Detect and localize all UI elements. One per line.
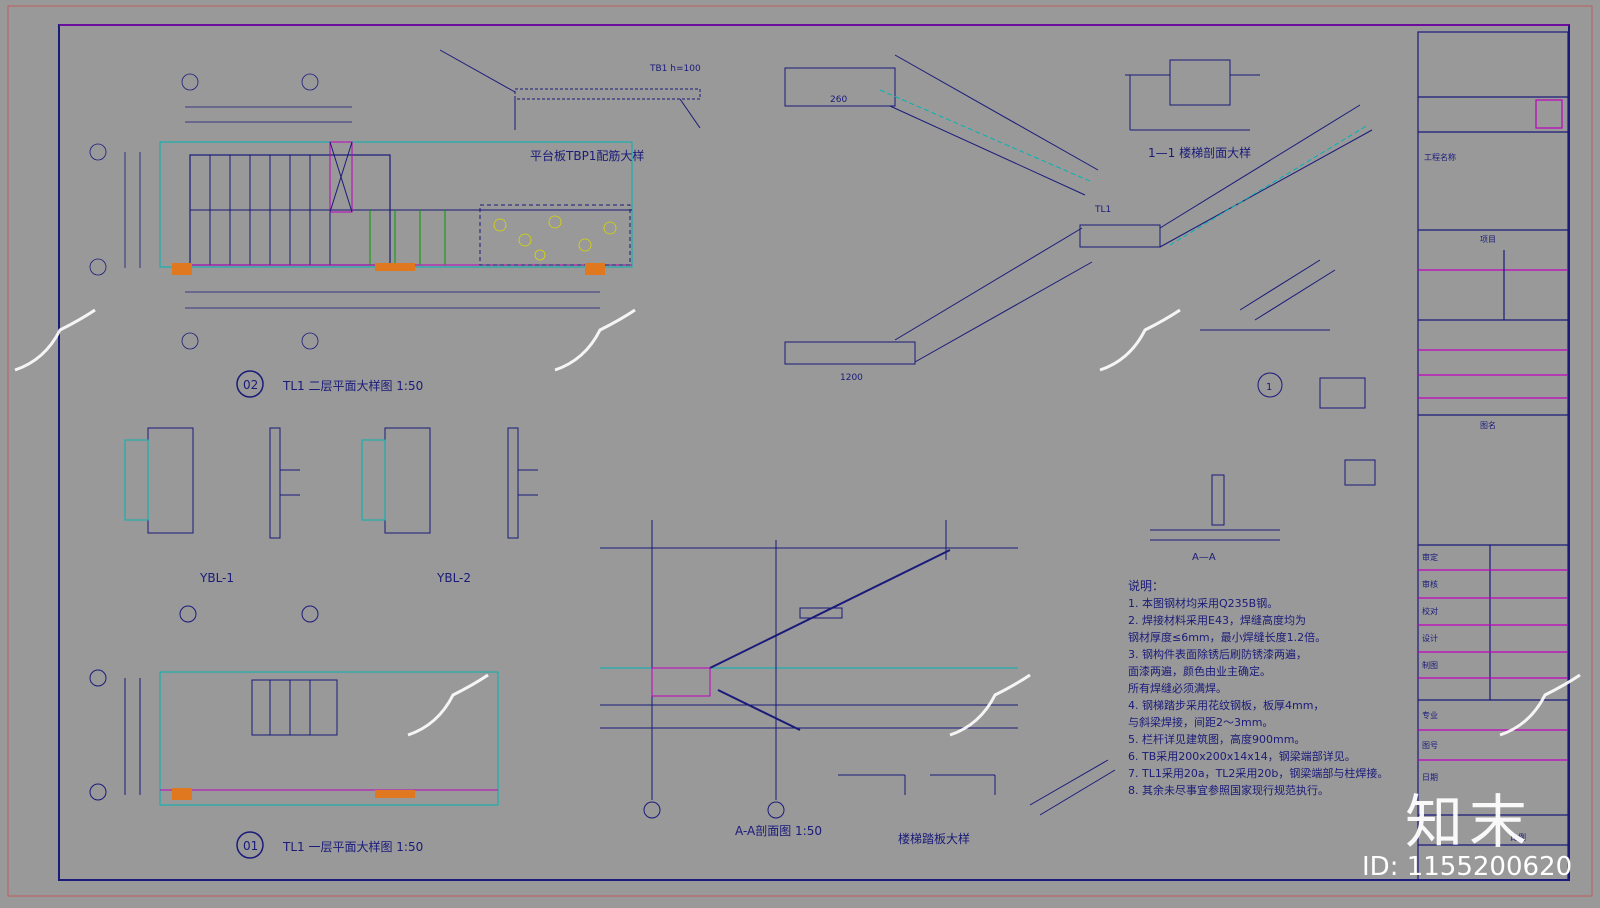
tb-cell: 审核 <box>1422 579 1438 589</box>
elevation-title: A-A剖面图 1:50 <box>735 824 822 838</box>
plan-lower-title: TL1 一层平面大样图 1:50 <box>282 839 423 854</box>
tb-cell: 图名 <box>1480 420 1496 430</box>
tb-cell: 工程名称 <box>1424 152 1456 162</box>
plan-lower-bubble: 01 <box>243 839 258 853</box>
tb-cell: 专业 <box>1422 710 1438 720</box>
stringer-lower: 1200 TL1 <box>784 104 1373 383</box>
tb-cell: 比例 <box>1510 832 1526 842</box>
tb-cell: 日期 <box>1422 773 1438 782</box>
dim-1200: 1200 <box>840 373 863 383</box>
section-1-1-title: 1—1 楼梯剖面大样 <box>1148 145 1251 160</box>
note-line: 与斜梁焊接，间距2～3mm。 <box>1128 715 1273 729</box>
ybl1-label: YBL-1 <box>199 571 234 585</box>
tread-detail: 楼梯踏板大样 <box>838 759 1116 846</box>
tl1-label: TL1 <box>1094 205 1111 215</box>
notes-heading: 说明： <box>1128 578 1164 593</box>
stringer-upper: 260 <box>784 54 1099 196</box>
slab-text: TB1 h=100 <box>649 64 701 74</box>
note-line: 4. 钢梯踏步采用花纹钢板，板厚4mm， <box>1128 698 1324 712</box>
tb-cell: 项目 <box>1480 235 1496 244</box>
note-line: 1. 本图钢材均采用Q235B钢。 <box>1128 596 1278 610</box>
tb-cell: 审定 <box>1422 552 1438 562</box>
tread-detail-title: 楼梯踏板大样 <box>898 831 970 846</box>
title-block-labels: 工程名称 项目 图名 审定 审核 校对 设计 制图 专业 图号 日期 比例 <box>1422 152 1526 842</box>
note-line: 7. TL1采用20a，TL2采用20b，钢梁端部与柱焊接。 <box>1128 766 1388 780</box>
note-line: 面漆两遍，颜色由业主确定。 <box>1128 664 1271 678</box>
stair-elevation: A-A剖面图 1:50 <box>600 520 1018 838</box>
plan-lower: 01 TL1 一层平面大样图 1:50 <box>89 605 499 859</box>
platform-slab-detail: TB1 h=100 平台板TBP1配筋大样 <box>439 49 701 163</box>
plan-upper-title: TL1 二层平面大样图 1:50 <box>282 378 423 393</box>
outer-frame <box>7 5 1593 897</box>
general-notes: 说明： 1. 本图钢材均采用Q235B钢。 2. 焊接材料采用E43，焊缝高度均… <box>1128 578 1388 797</box>
plan-upper-bubble: 02 <box>243 378 258 392</box>
section-aa-title: A—A <box>1192 552 1216 563</box>
tb-cell: 制图 <box>1422 660 1438 670</box>
joint-detail-1: 1 <box>1200 259 1376 486</box>
section-a-a: A—A <box>1150 474 1280 563</box>
tb-cell: 图号 <box>1422 741 1438 750</box>
ybl2-label: YBL-2 <box>436 571 471 585</box>
image-id-text: ID: 1155200620 <box>1362 852 1573 882</box>
note-line: 5. 栏杆详见建筑图，高度900mm。 <box>1128 732 1305 746</box>
slab-detail-title: 平台板TBP1配筋大样 <box>530 148 644 163</box>
note-line: 2. 焊接材料采用E43，焊缝高度均为 <box>1128 613 1306 627</box>
tb-cell: 校对 <box>1422 606 1438 616</box>
embed-plates: YBL-1 YBL-2 <box>124 427 538 585</box>
note-line: 3. 钢构件表面除锈后刷防锈漆两遍， <box>1128 647 1307 661</box>
brand-watermark: 知末 <box>1405 788 1534 856</box>
dim-260: 260 <box>830 95 847 105</box>
tb-cell: 设计 <box>1422 633 1438 643</box>
bubble-1: 1 <box>1266 382 1272 393</box>
note-line: 6. TB采用200x200x14x14，钢梁端部详见。 <box>1128 749 1356 763</box>
title-block <box>1417 31 1569 881</box>
note-line: 8. 其余未尽事宜参照国家现行规范执行。 <box>1128 783 1329 797</box>
note-line: 钢材厚度≤6mm，最小焊缝长度1.2倍。 <box>1128 630 1326 644</box>
section-1-1: 1—1 楼梯剖面大样 <box>1125 59 1260 160</box>
plan-upper: 02 TL1 二层平面大样图 1:50 <box>89 73 633 398</box>
watermark-stamps <box>14 308 1581 737</box>
note-line: 所有焊缝必须满焊。 <box>1128 681 1227 695</box>
